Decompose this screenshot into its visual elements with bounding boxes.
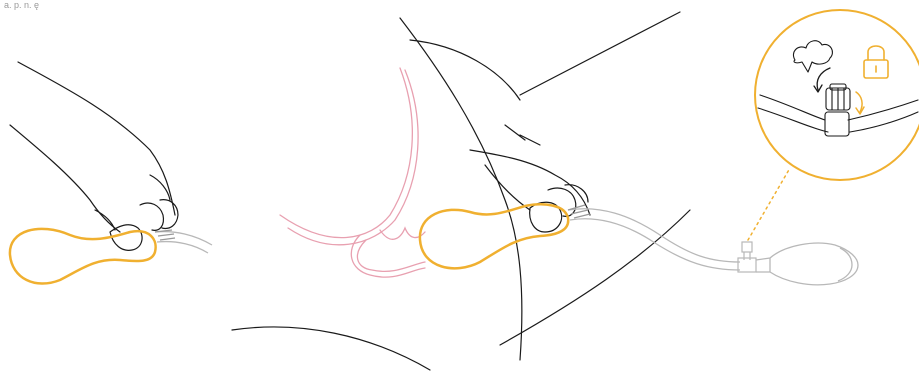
body-contour-right — [520, 12, 680, 95]
left-hand-illustration — [10, 62, 178, 250]
left-tube — [155, 230, 212, 253]
valve-icon — [738, 242, 756, 272]
anatomy-pink — [280, 68, 425, 277]
buttock-contour — [232, 327, 430, 370]
middle-device-icon — [420, 204, 568, 268]
middle-hand-illustration — [470, 125, 590, 232]
left-palm-line — [95, 210, 115, 230]
main-tube — [568, 205, 740, 270]
pump-bulb-icon — [756, 243, 858, 285]
dotted-connector — [748, 168, 790, 240]
body-contour-upper — [400, 18, 522, 360]
left-forearm-top — [18, 62, 175, 215]
left-finger-1 — [140, 203, 163, 230]
leg-contour — [500, 210, 690, 345]
zoom-callout — [755, 10, 919, 180]
left-device-icon — [10, 229, 156, 284]
left-finger-3 — [150, 175, 170, 200]
body-contour-back — [410, 40, 520, 100]
anatomy-outline — [232, 12, 690, 370]
